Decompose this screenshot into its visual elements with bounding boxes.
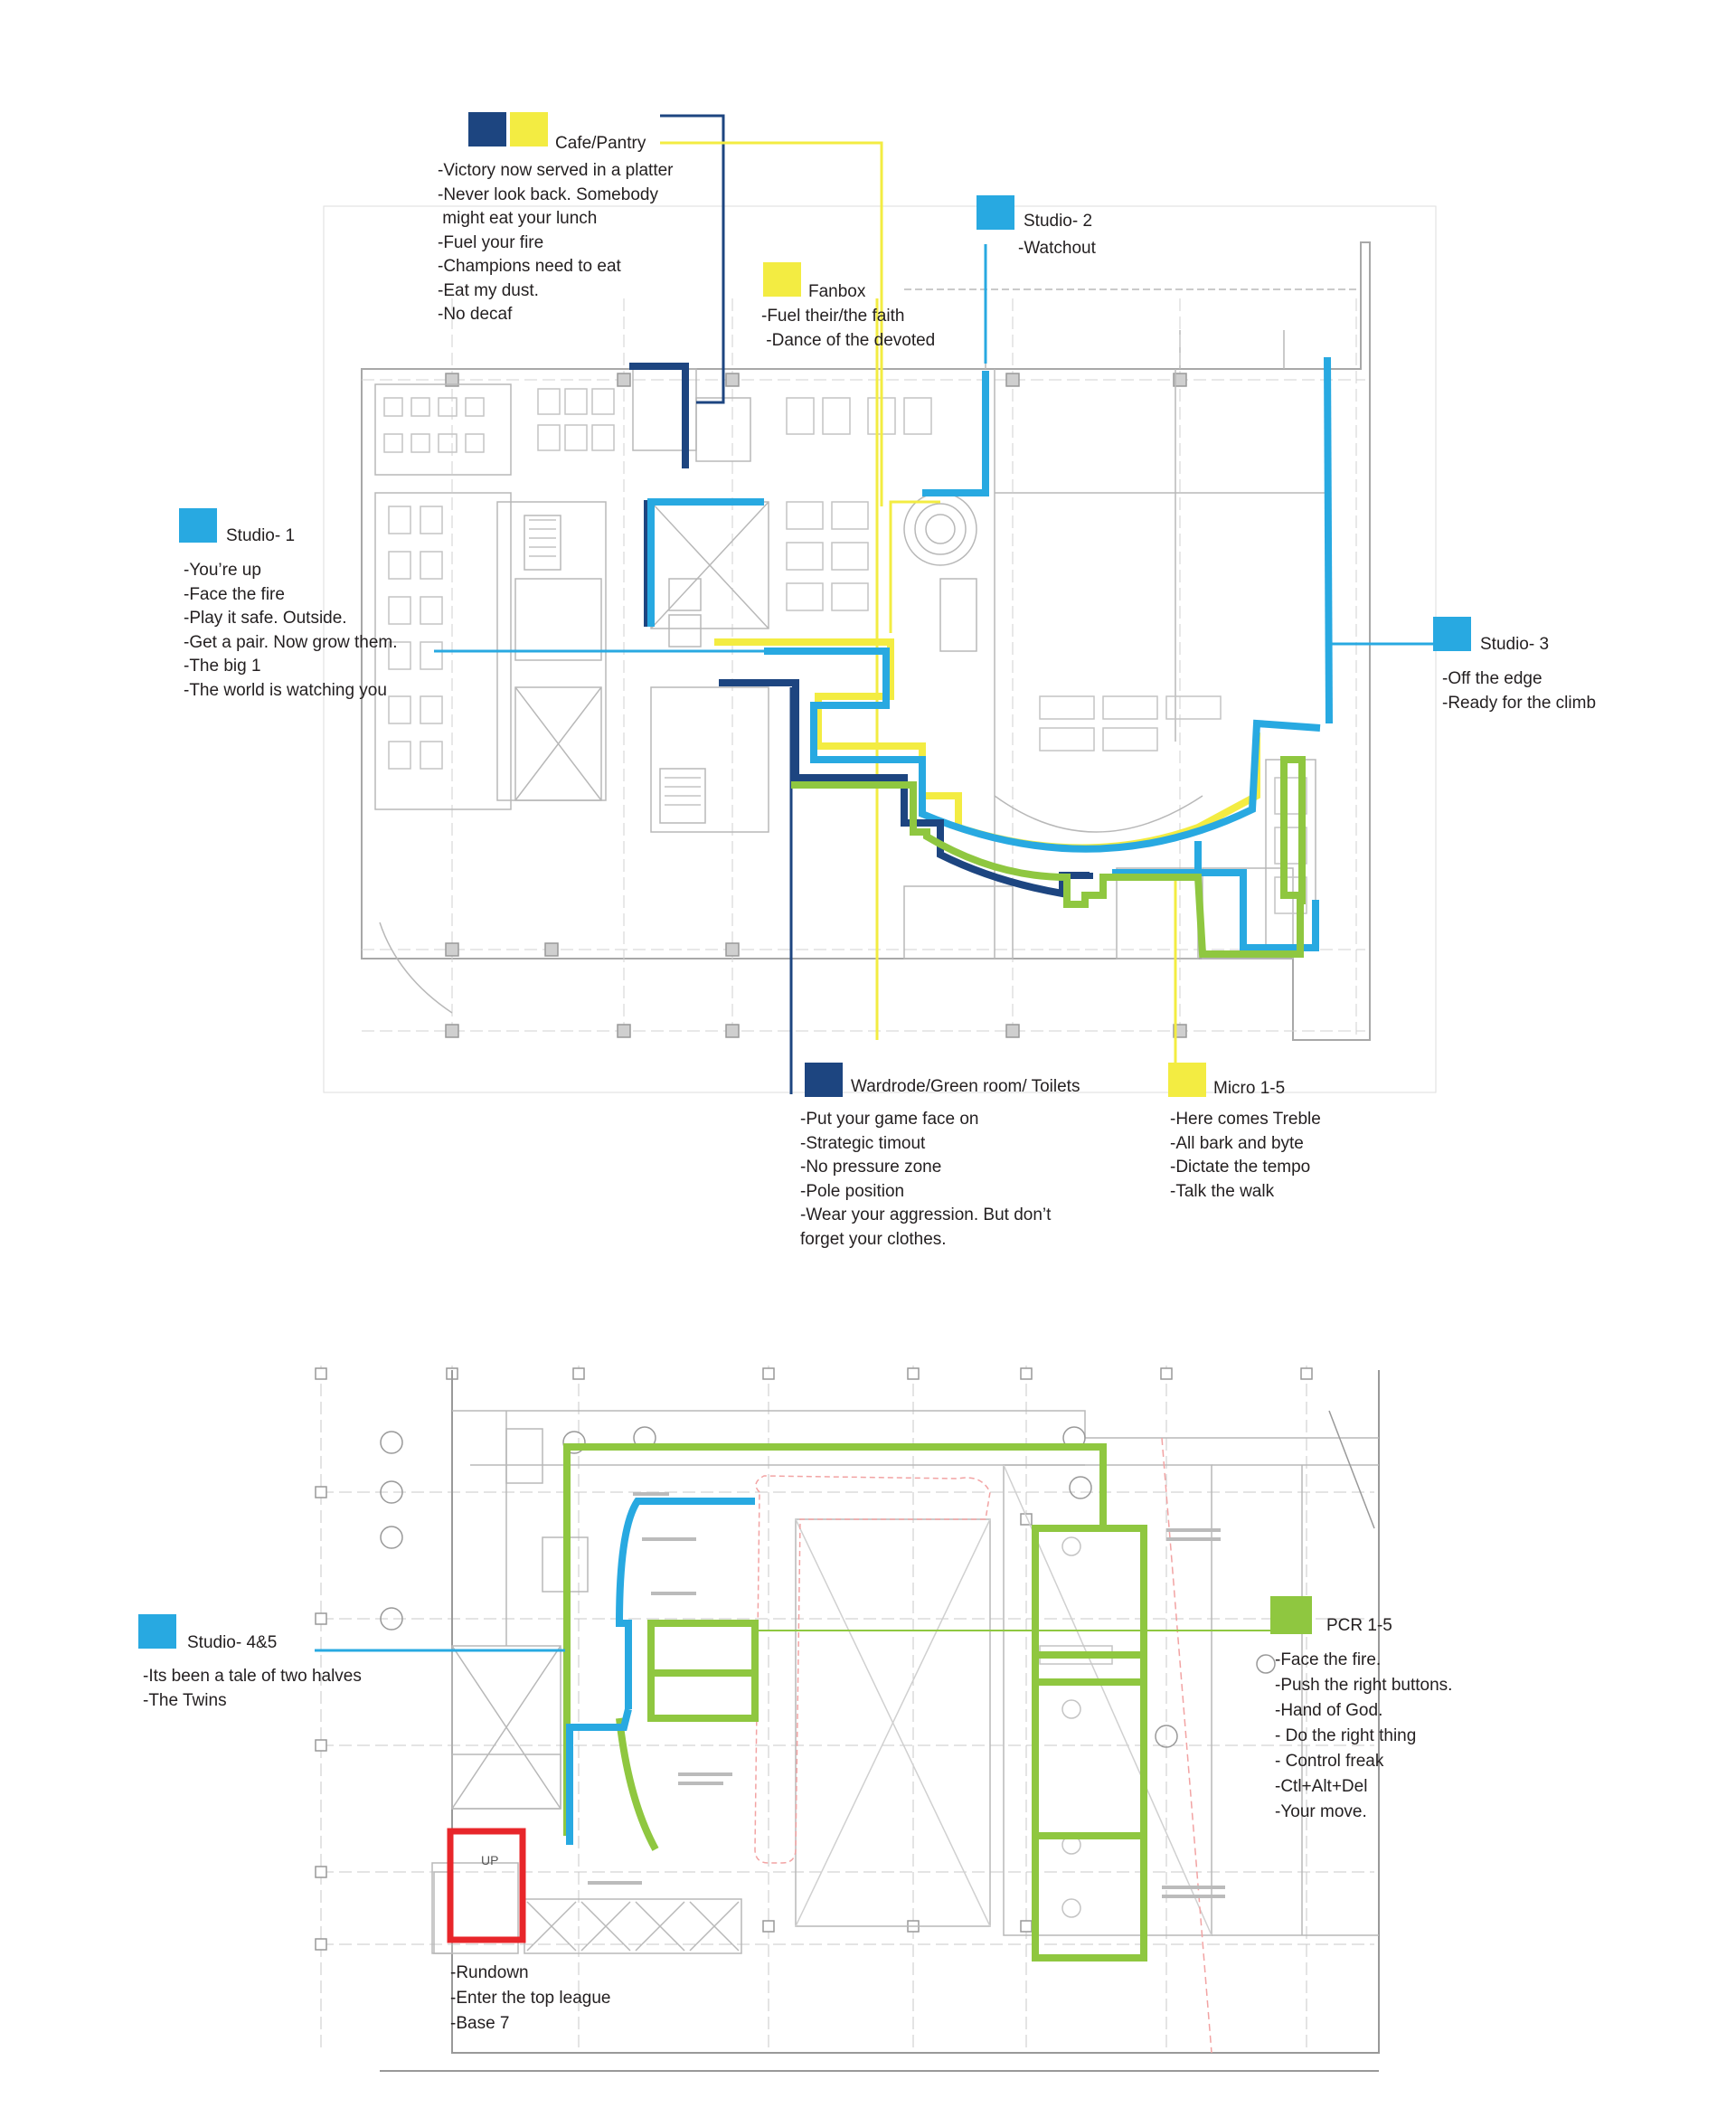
fanbox-note: -Dance of the devoted [761, 330, 936, 350]
micro-title: Micro 1-5 [1213, 1079, 1286, 1098]
fanbox-notes: -Fuel their/the faith -Dance of the devo… [761, 305, 935, 353]
rundown-notes: -Rundown -Enter the top league -Base 7 [450, 1961, 610, 2037]
wardrobe-note: -Wear your aggression. But don’t [800, 1205, 1052, 1224]
up-arrow-label: UP [481, 1853, 498, 1867]
studio45-note: -The Twins [143, 1690, 227, 1710]
cafe-notes: -Victory now served in a platter -Never … [438, 159, 674, 327]
studio3-title: Studio- 3 [1480, 635, 1550, 654]
cafe-note: -Never look back. Somebody [438, 184, 658, 204]
studio3-note: -Off the edge [1442, 669, 1543, 688]
studio45-note: -Its been a tale of two halves [143, 1667, 362, 1686]
wardrobe-notes: -Put your game face on -Strategic timout… [800, 1108, 1051, 1252]
pcr-swatch [1270, 1596, 1312, 1634]
pcr-outline [563, 1443, 1147, 1961]
rundown-note: -Enter the top league [450, 1989, 611, 2008]
studio45-swatch [138, 1614, 176, 1649]
studio3-swatch [1433, 617, 1471, 651]
fanbox-title: Fanbox [808, 282, 866, 301]
pcr-note: -Face the fire. [1275, 1650, 1382, 1669]
studio2-note: -Watchout [1018, 239, 1096, 258]
wardrobe-note: -Strategic timout [800, 1133, 926, 1153]
wardrobe-swatch [805, 1063, 843, 1097]
studio2-notes: -Watchout [1018, 237, 1096, 261]
cafe-note: -Fuel your fire [438, 232, 544, 252]
micro-note: -All bark and byte [1170, 1133, 1304, 1153]
studio1-note: -The big 1 [184, 657, 261, 676]
micro-note: -Here comes Treble [1170, 1110, 1321, 1129]
wardrobe-note: -Put your game face on [800, 1110, 979, 1129]
fanbox-note: -Fuel their/the faith [761, 307, 905, 326]
studio2-title: Studio- 2 [1024, 212, 1093, 231]
studio45-title: Studio- 4&5 [187, 1633, 278, 1652]
studio1-swatch [179, 508, 217, 543]
pcr-notes: -Face the fire. -Push the right buttons.… [1275, 1648, 1452, 1825]
studio1-notes: -You’re up -Face the fire -Play it safe.… [184, 559, 398, 703]
cafe-leader-lines [660, 114, 883, 506]
studio3-note: -Ready for the climb [1442, 693, 1597, 713]
wardrobe-note: -No pressure zone [800, 1158, 942, 1177]
studio3-notes: -Off the edge -Ready for the climb [1442, 667, 1596, 715]
upper-green-outline [791, 756, 1306, 958]
micro-note: -Talk the walk [1170, 1181, 1275, 1201]
pcr-note: - Control freak [1275, 1752, 1384, 1771]
rundown-note: -Rundown [450, 1963, 529, 1982]
wardrobe-outline [719, 679, 1093, 1094]
wardrobe-note: forget your clothes. [800, 1229, 947, 1249]
pcr-title: PCR 1-5 [1326, 1616, 1392, 1635]
rundown-note: -Base 7 [450, 2014, 510, 2033]
cafe-note: -Champions need to eat [438, 257, 621, 276]
studio3-outline [1112, 356, 1447, 951]
cafe-swatch-navy [468, 112, 506, 147]
pcr-note: -Push the right buttons. [1275, 1676, 1453, 1695]
studio1-title: Studio- 1 [226, 526, 296, 545]
micro-note: -Dictate the tempo [1170, 1158, 1311, 1177]
wardrobe-note: -Pole position [800, 1181, 905, 1201]
studio2-outline [764, 244, 1321, 853]
pcr-note: -Your move. [1275, 1802, 1367, 1821]
studio1-note: -Face the fire [184, 584, 285, 604]
studio45-outline [315, 1498, 755, 1845]
studio1-note: -The world is watching you [184, 680, 387, 700]
pcr-note: -Hand of God. [1275, 1701, 1383, 1720]
cafe-title: Cafe/Pantry [555, 134, 646, 153]
cafe-swatch-yellow [510, 112, 548, 147]
micro-swatch [1168, 1063, 1206, 1097]
cafe-note: -No decaf [438, 305, 513, 324]
pcr-note: -Ctl+Alt+Del [1275, 1777, 1368, 1796]
studio1-note: -Get a pair. Now grow them. [184, 632, 398, 652]
cafe-note: -Victory now served in a platter [438, 161, 674, 180]
studio1-note: -You’re up [184, 561, 261, 580]
cafe-note: might eat your lunch [438, 209, 598, 228]
cafe-navy-outline [629, 363, 689, 627]
pcr-note: - Do the right thing [1275, 1726, 1417, 1745]
micro-notes: -Here comes Treble -All bark and byte -D… [1170, 1108, 1321, 1204]
fanbox-swatch [763, 262, 801, 297]
wardrobe-title: Wardrode/Green room/ Toilets [851, 1077, 1080, 1096]
studio45-notes: -Its been a tale of two halves -The Twin… [143, 1665, 362, 1713]
studio1-note: -Play it safe. Outside. [184, 609, 347, 628]
rundown-outline [447, 1828, 526, 1943]
studio2-swatch [976, 195, 1014, 230]
cafe-note: -Eat my dust. [438, 280, 539, 300]
